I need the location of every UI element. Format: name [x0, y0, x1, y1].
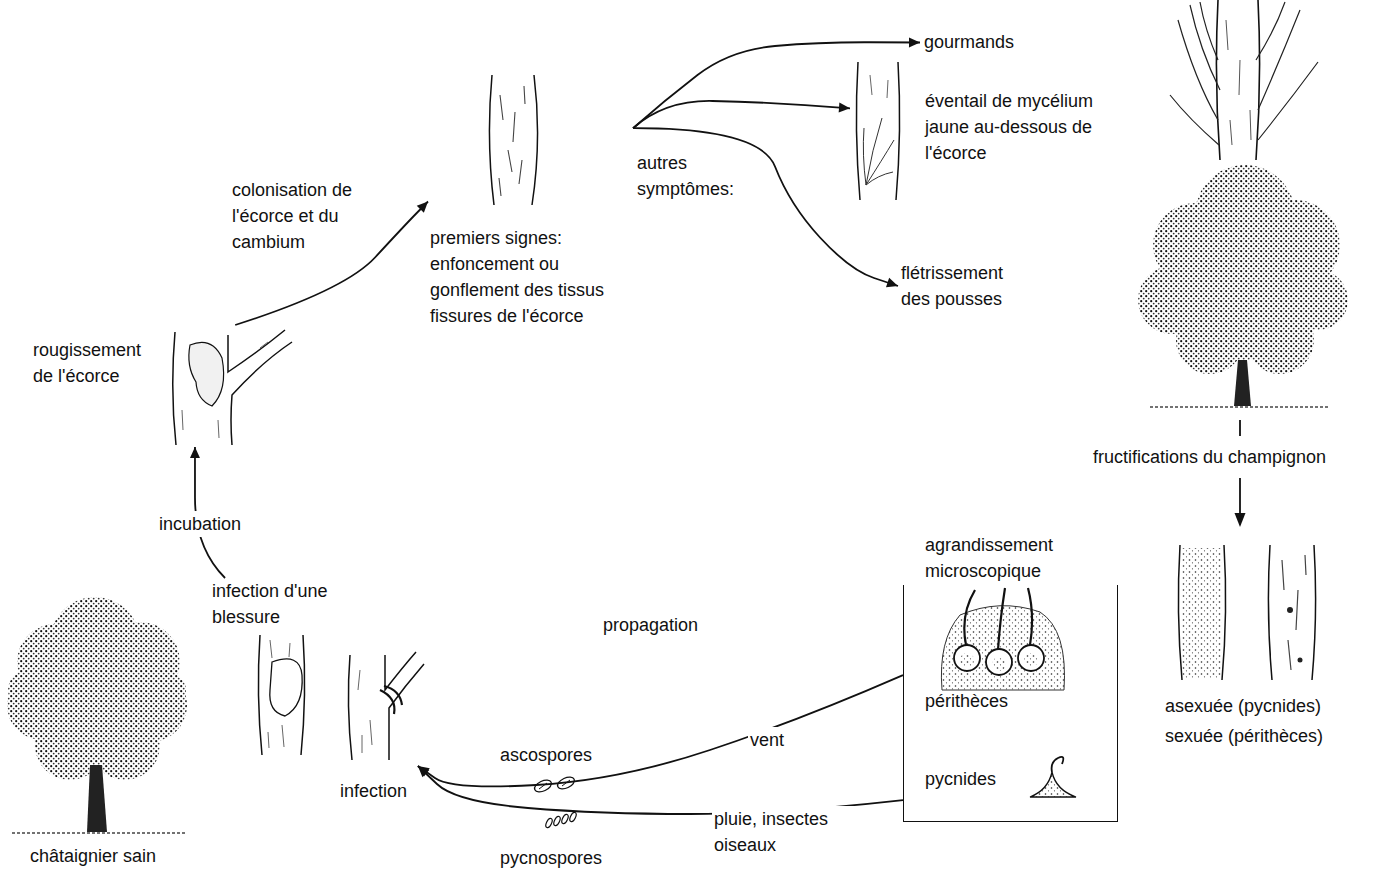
fruiting-bark [1178, 545, 1315, 680]
node-text: premiers signes: enfoncement ou gonfleme… [430, 225, 630, 329]
arrowhead [417, 202, 428, 213]
node-subtext: périthèces [925, 688, 1118, 714]
stage-picture: rougissement de l'écorce [30, 325, 300, 447]
arrowhead [190, 447, 200, 458]
node-text: agrandissement microscopique [925, 532, 1075, 584]
edge-label: pluie, insectes oiseaux [712, 806, 856, 858]
pycnospore-icons [545, 811, 578, 828]
cycle-arrow [633, 37, 920, 128]
edge-label: vent [748, 727, 786, 753]
node-text: éventail de mycélium jaune au-dessous de… [925, 88, 1115, 166]
arrowhead [886, 278, 898, 287]
cycle-arrow [633, 128, 898, 287]
reddened-bark [173, 330, 292, 445]
cycle-arrow [633, 101, 850, 128]
spore-label: pycnospores [500, 845, 602, 871]
step-label: fructifications du champignon [1093, 444, 1326, 470]
tree-label: châtaignier sain [30, 843, 156, 869]
magnification-box: agrandissement microscopique périthèces py… [903, 530, 1118, 822]
node-text: asexuée (pycnides) [1165, 693, 1348, 719]
connector-line [633, 42, 920, 128]
symptom-label: gourmands [920, 28, 1038, 57]
pycnidium-drawing [1030, 757, 1076, 797]
node-subtext: sexuée (périthèces) [1165, 723, 1348, 749]
stage-picture: infection d'une blessure [210, 578, 425, 766]
connector-line [418, 675, 903, 786]
edge-label: incubation [157, 511, 243, 537]
arrowhead [909, 37, 920, 47]
stage-picture: asexuée (pycnides) sexuée (périthèces) [1160, 540, 1348, 752]
down-arrow [1235, 420, 1246, 527]
symptom-label: flétrissement des pousses [898, 258, 1029, 314]
step-label: infection [340, 778, 407, 804]
connector-line [633, 128, 898, 286]
node-text: flétrissement des pousses [901, 260, 1026, 312]
node-text: gourmands [924, 29, 1038, 55]
stage-picture: premiers signes: enfoncement ou gonfleme… [428, 72, 633, 331]
arrowhead [839, 103, 850, 113]
edge-label: colonisation de l'écorce et du cambium [230, 177, 374, 255]
arrowhead [418, 766, 429, 777]
node-subtext: pycnides [925, 766, 1118, 792]
branch-label: autres symptômes: [637, 150, 747, 202]
mycelium-fan [856, 62, 899, 200]
healthy-tree [7, 597, 187, 833]
infected-tree [1138, 0, 1348, 407]
node-text: rougissement de l'écorce [33, 337, 158, 389]
phase-label: propagation [603, 612, 698, 638]
bark-canker [258, 635, 424, 760]
node-text: infection d'une blessure [212, 578, 362, 630]
cracked-bark [489, 75, 537, 205]
stage-picture: éventail de mycélium jaune au-dessous de… [850, 58, 1120, 206]
cycle-arrow [418, 675, 903, 786]
spore-label: ascospores [500, 742, 592, 768]
connector-line [633, 101, 850, 128]
perithecia-drawing [941, 588, 1064, 690]
